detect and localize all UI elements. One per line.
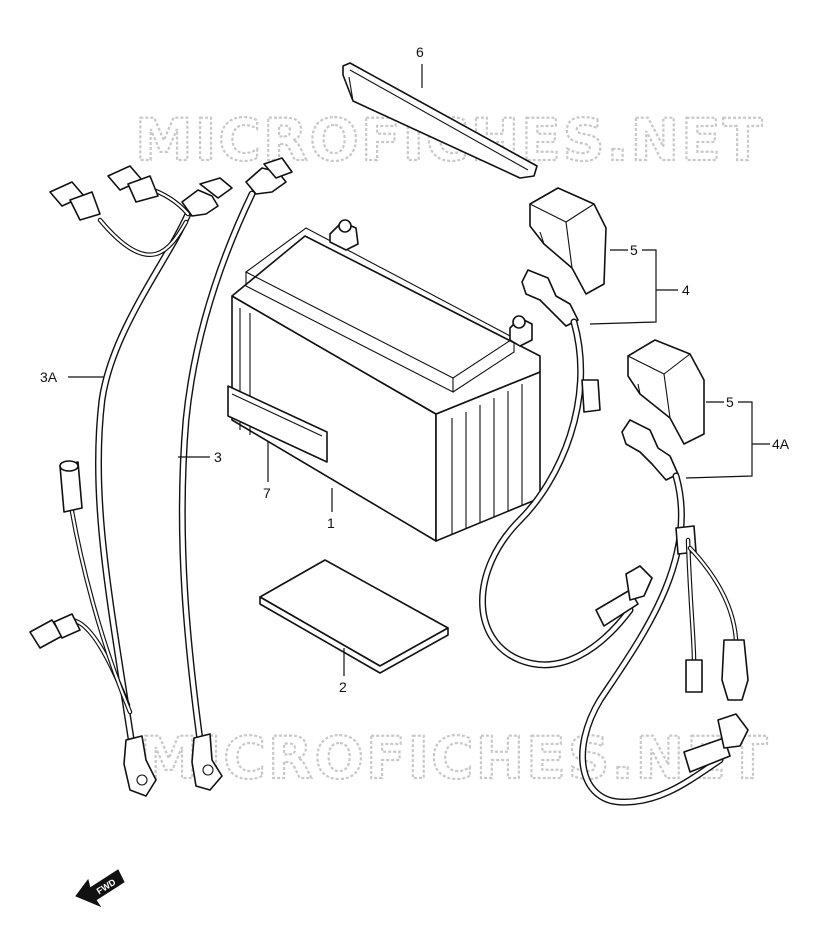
callout-4a: 4A [772, 436, 790, 452]
callout-5-lower: 5 [726, 394, 734, 410]
callout-4: 4 [682, 282, 690, 298]
label-part-7 [227, 385, 328, 463]
cable-part-3a [29, 165, 233, 797]
terminal-cover-lower-part-5 [627, 339, 705, 445]
callout-1: 1 [327, 515, 335, 531]
forward-arrow-icon: FWD [75, 869, 125, 908]
watermark-bottom: MICROFICHES.NET [140, 724, 769, 792]
callout-3a: 3A [40, 369, 58, 385]
cable-part-4 [479, 269, 653, 669]
cable-part-3 [178, 157, 293, 791]
callout-3: 3 [214, 449, 222, 465]
top-cover-part-6 [342, 62, 538, 179]
callout-6: 6 [416, 44, 424, 60]
leader-lines [68, 64, 770, 676]
callout-2: 2 [339, 679, 347, 695]
callout-5-upper: 5 [630, 242, 638, 258]
battery-plate-part-2 [259, 559, 449, 674]
callout-7: 7 [263, 485, 271, 501]
terminal-cover-upper-part-5 [529, 187, 607, 295]
battery-part-1 [231, 219, 541, 542]
cable-part-4a [579, 419, 749, 806]
